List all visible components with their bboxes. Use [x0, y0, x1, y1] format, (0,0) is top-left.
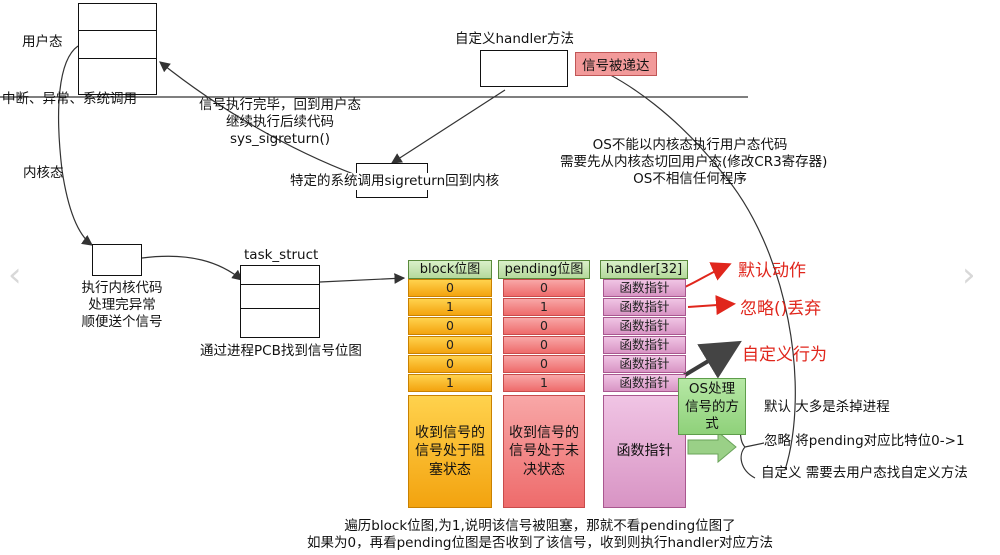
- block-cell: 1: [408, 298, 492, 316]
- pending-cell: 0: [503, 355, 585, 373]
- pending-cell: 0: [503, 317, 585, 335]
- user-mode-label: 用户态: [22, 34, 63, 50]
- os-note-line1: OS不能以内核态执行用户态代码: [592, 137, 788, 153]
- block-header: block位图: [408, 260, 492, 279]
- os-ignore-option: 忽略 将pending对应比特位0->1: [764, 433, 965, 449]
- os-handle-box: OS处理信号的方式: [678, 378, 746, 435]
- pending-cell: 1: [503, 298, 585, 316]
- os-note-line3: OS不相信任何程序: [633, 170, 747, 187]
- block-cell: 0: [408, 317, 492, 335]
- pending-desc: 收到信号的信号处于未决状态: [503, 395, 585, 508]
- signal-delivered-badge: 信号被递达: [575, 52, 657, 76]
- exec-kernel-line2: 处理完异常: [88, 296, 156, 313]
- exec-kernel-label: 执行内核代码 处理完异常 顺便送个信号: [62, 280, 182, 331]
- default-action-note: 默认动作: [738, 261, 806, 281]
- os-custom-option: 自定义 需要去用户态找自定义方法: [761, 465, 968, 481]
- sig-done-label: 信号执行完毕，回到用户态 继续执行后续代码 sys_sigreturn(): [180, 97, 380, 148]
- sig-done-line1: 信号执行完毕，回到用户态: [199, 97, 361, 113]
- block-cell: 1: [408, 374, 492, 392]
- find-bitmap-label: 通过进程PCB找到信号位图: [200, 343, 362, 359]
- interrupt-label: 中断、异常、系统调用: [2, 91, 137, 107]
- pending-cell: 1: [503, 374, 585, 392]
- handler-cell: 函数指针: [603, 317, 686, 335]
- handler-header: handler[32]: [600, 260, 688, 279]
- user-mode-box: [78, 3, 157, 95]
- handler-cell: 函数指针: [603, 279, 686, 297]
- sig-done-line3: sys_sigreturn(): [230, 130, 330, 147]
- handler-cell: 函数指针: [603, 298, 686, 316]
- custom-handler-box: [480, 50, 568, 87]
- block-cell: 0: [408, 279, 492, 297]
- footer-note: 遍历block位图,为1,说明该信号被阻塞，那就不看pending位图了 如果为…: [220, 518, 860, 552]
- task-struct-label: task_struct: [244, 247, 319, 263]
- handler-cell: 函数指针: [603, 355, 686, 373]
- next-arrow-icon[interactable]: ›: [962, 255, 976, 295]
- exec-kernel-box: [92, 244, 142, 276]
- custom-handler-label: 自定义handler方法: [455, 31, 575, 47]
- block-cell: 0: [408, 355, 492, 373]
- os-note: OS不能以内核态执行用户态代码 需要先从内核态切回用户态(修改CR3寄存器) O…: [560, 137, 828, 188]
- exec-kernel-line1: 执行内核代码: [81, 280, 163, 296]
- exec-kernel-line3: 顺便送个信号: [81, 313, 163, 330]
- os-note-line2: 需要先从内核态切回用户态(修改CR3寄存器): [560, 153, 828, 170]
- pending-cell: 0: [503, 336, 585, 354]
- os-default-option: 默认 大多是杀掉进程: [764, 399, 890, 415]
- block-cell: 0: [408, 336, 492, 354]
- handler-desc: 函数指针: [603, 395, 686, 508]
- pending-cell: 0: [503, 279, 585, 297]
- footer-line2: 如果为0，再看pending位图是否收到了该信号，收到则执行handler对应方…: [306, 534, 774, 551]
- custom-action-note: 自定义行为: [742, 345, 827, 365]
- footer-line1: 遍历block位图,为1,说明该信号被阻塞，那就不看pending位图了: [344, 518, 736, 534]
- prev-arrow-icon[interactable]: ‹: [8, 255, 22, 295]
- sig-done-line2: 继续执行后续代码: [226, 113, 334, 130]
- ignore-action-note: 忽略()丢弃: [740, 299, 822, 319]
- handler-cell: 函数指针: [603, 336, 686, 354]
- kernel-mode-label: 内核态: [23, 165, 64, 181]
- pending-header: pending位图: [498, 260, 590, 279]
- sigreturn-label: 特定的系统调用sigreturn回到内核: [290, 173, 500, 190]
- handler-cell: 函数指针: [603, 374, 686, 392]
- task-struct-box: [240, 265, 320, 338]
- block-desc: 收到信号的信号处于阻塞状态: [408, 395, 492, 508]
